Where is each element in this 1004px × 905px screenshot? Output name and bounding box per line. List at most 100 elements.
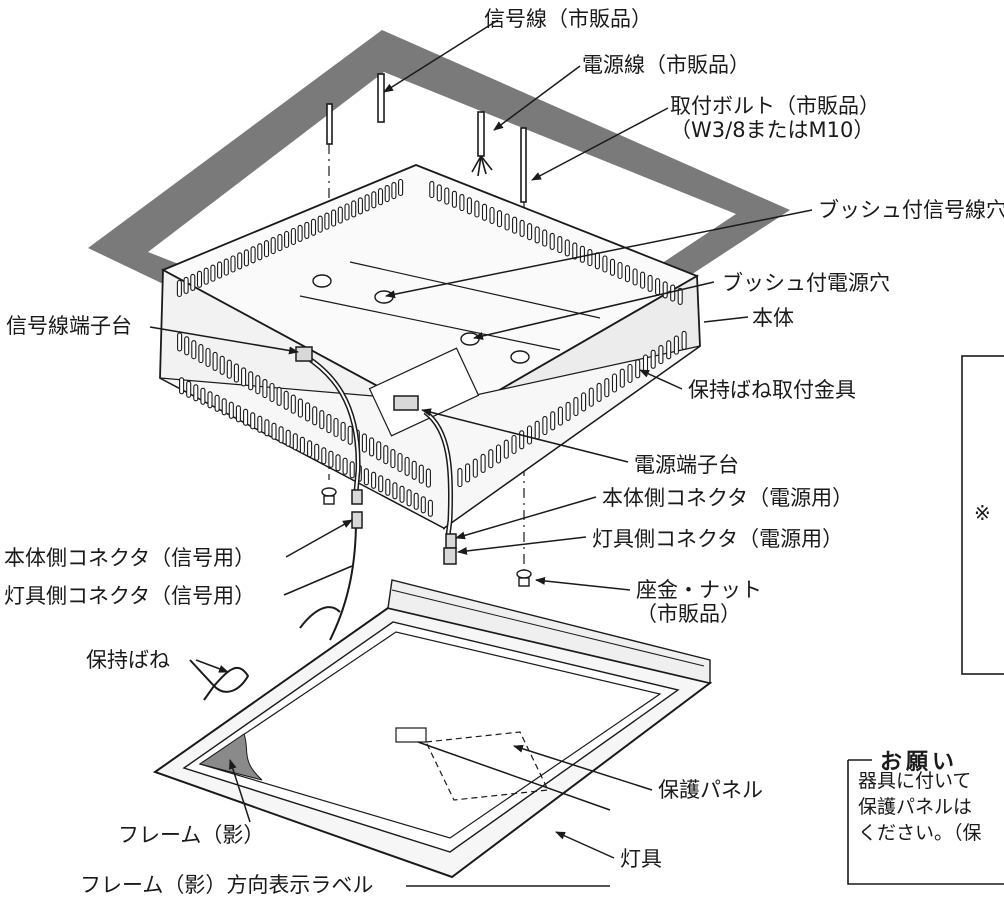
- vent-slot: [342, 457, 348, 475]
- vent-slot: [640, 271, 646, 289]
- vent-slot: [190, 273, 196, 291]
- vent-slot: [337, 206, 343, 224]
- vent-slot: [425, 468, 431, 488]
- side-info-box: [961, 355, 1004, 675]
- notice-line-3: ください。（保: [858, 822, 982, 844]
- vent-slot: [321, 447, 327, 465]
- vent-slot: [549, 232, 555, 250]
- vent-slot: [602, 255, 608, 273]
- label-fixture-conn-signal: 灯具側コネクタ（信号用）: [4, 584, 256, 608]
- vent-slot: [418, 464, 424, 484]
- vent-slot: [276, 386, 282, 406]
- vent-slot: [527, 223, 533, 241]
- vent-slot: [398, 178, 404, 197]
- vent-slot: [673, 335, 679, 355]
- vent-slot: [534, 420, 540, 440]
- vent-slot: [436, 184, 442, 202]
- vent-slot: [328, 450, 334, 468]
- vent-slot: [573, 397, 579, 417]
- vent-slot: [210, 264, 216, 282]
- vent-slot: [495, 444, 502, 464]
- vent-slot: [292, 433, 298, 451]
- vent-slot: [666, 340, 672, 360]
- label-signal-wire: 信号線（市販品）: [484, 7, 652, 31]
- vent-slot: [635, 359, 641, 379]
- vent-slot: [526, 425, 533, 445]
- vent-slot: [335, 454, 341, 472]
- vent-slot: [617, 261, 623, 280]
- vent-slot: [465, 463, 471, 483]
- vent-slot: [420, 496, 426, 514]
- vent-slot: [647, 274, 653, 292]
- vent-slot: [681, 330, 687, 350]
- vent-slot: [670, 284, 676, 302]
- side-info-mark: ※: [974, 501, 991, 525]
- vent-slot: [392, 482, 398, 500]
- vent-slot: [230, 255, 236, 273]
- body-housing: [159, 164, 701, 530]
- vent-slot: [243, 408, 249, 426]
- vent-slot: [474, 200, 480, 218]
- label-fixture: 灯具: [620, 847, 662, 871]
- vent-slot: [662, 281, 668, 299]
- notice-body: 器具に付いて 保護パネルは ください。（保: [858, 768, 982, 846]
- vent-slot: [391, 182, 397, 200]
- label-mounting-bolt-line2: （W3/8またはM10）: [670, 118, 875, 142]
- vent-slot: [444, 187, 450, 205]
- vent-slot: [364, 194, 370, 212]
- vent-slot: [305, 402, 311, 422]
- notice-line-2: 保護パネルは: [858, 796, 973, 818]
- vent-slot: [369, 437, 375, 457]
- vent-slot: [399, 485, 405, 503]
- label-spring-bracket: 保持ばね取付金具: [688, 378, 856, 402]
- vent-slot: [550, 411, 556, 431]
- vent-slot: [191, 340, 197, 360]
- vent-slot: [511, 434, 517, 455]
- vent-slot: [271, 422, 277, 440]
- vent-slot: [377, 188, 384, 206]
- vent-slot: [397, 452, 403, 473]
- notice-line-1: 器具に付いて: [858, 770, 972, 792]
- vent-slot: [284, 230, 290, 249]
- vent-slot: [344, 203, 350, 221]
- vent-slot: [378, 475, 384, 493]
- vent-slot: [177, 332, 183, 352]
- vent-slot: [472, 458, 478, 478]
- vent-slot: [371, 191, 377, 209]
- notice-title: お願い: [880, 750, 959, 775]
- vent-slot: [270, 237, 276, 255]
- vent-slot: [241, 367, 247, 387]
- vent-slot: [572, 242, 578, 260]
- vent-slot: [604, 378, 610, 398]
- label-bushing-signal-hole: ブッシュ付信号線穴: [818, 198, 1004, 222]
- vent-slot: [248, 371, 254, 391]
- vent-slot: [488, 449, 494, 469]
- vent-slot: [406, 489, 412, 507]
- vent-slot: [376, 441, 382, 461]
- label-mounting-bolt: 取付ボルト（市販品） （W3/8またはM10）: [670, 94, 880, 142]
- vent-slot: [212, 351, 218, 371]
- vent-slot: [489, 206, 495, 225]
- vent-slot: [594, 252, 600, 270]
- vent-slot: [655, 278, 661, 296]
- vent-slot: [581, 392, 587, 412]
- vent-slot: [481, 203, 488, 221]
- vent-slot: [207, 391, 213, 409]
- vent-slot: [587, 249, 593, 267]
- vent-slot: [196, 270, 203, 288]
- vent-slot: [429, 181, 435, 199]
- vent-slot: [650, 349, 656, 369]
- vent-slot: [243, 249, 249, 267]
- vent-slot: [413, 492, 419, 510]
- vent-slot: [324, 212, 330, 230]
- vent-slot: [512, 216, 518, 234]
- vent-slot: [250, 246, 256, 264]
- vent-slot: [564, 239, 570, 257]
- leader-lines: [149, 19, 813, 887]
- vent-slot: [250, 412, 256, 430]
- vent-slot: [349, 461, 355, 479]
- vent-slot: [503, 439, 509, 459]
- vent-slot: [221, 398, 227, 416]
- vent-slot: [331, 209, 337, 227]
- vent-slot: [627, 363, 633, 384]
